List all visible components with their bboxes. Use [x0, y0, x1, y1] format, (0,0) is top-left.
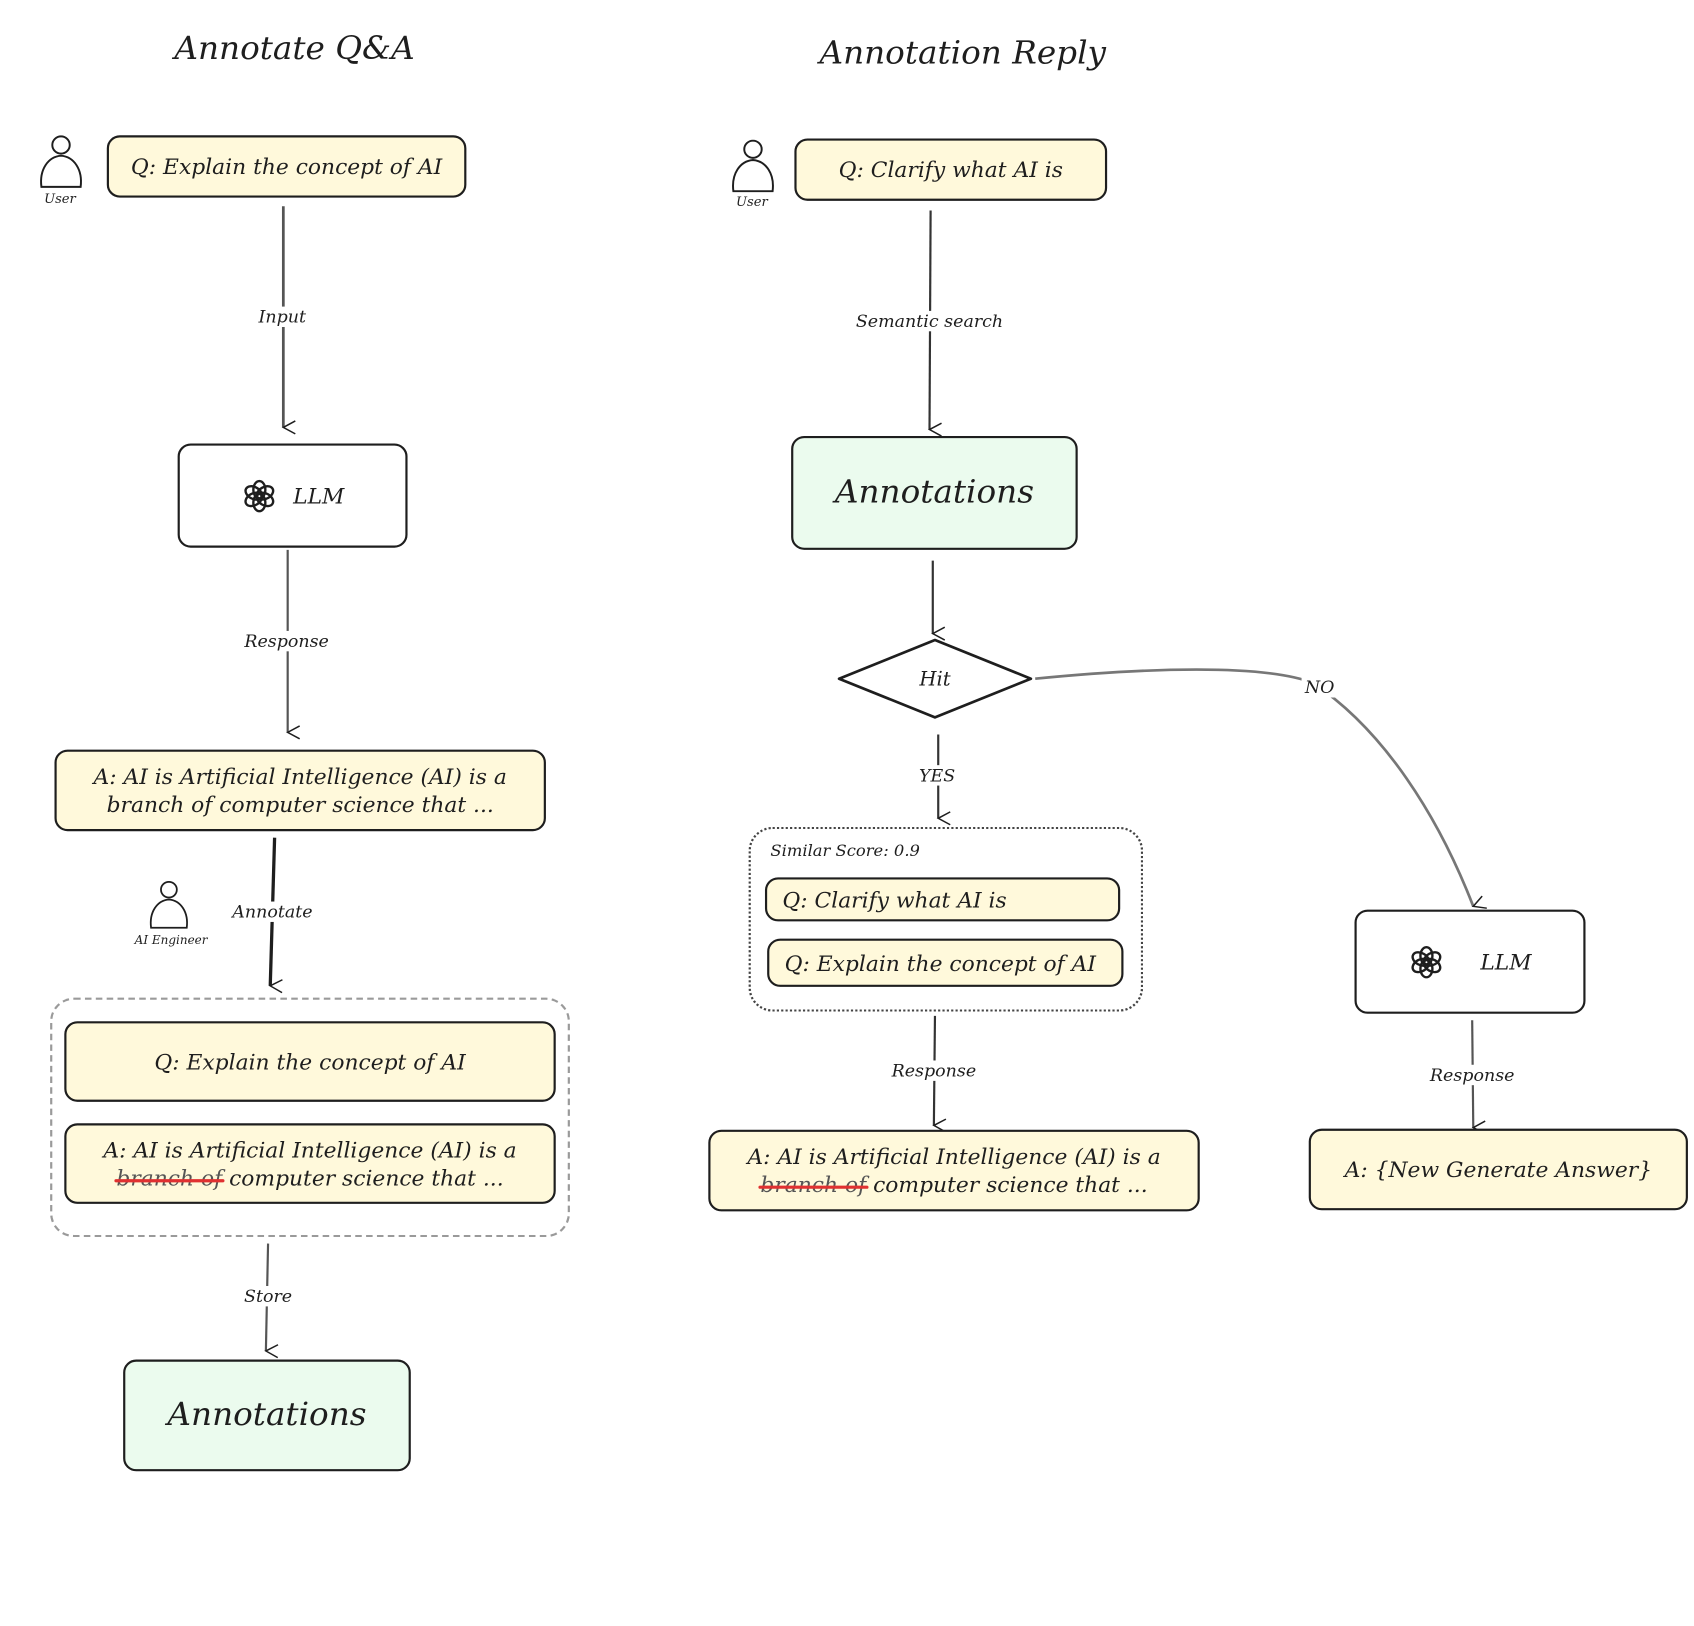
edge-label-input: Input — [255, 306, 310, 328]
answer-box-left: A: AI is Artificial Intelligence (AI) is… — [54, 749, 546, 832]
annotations-store-left: Annotations — [123, 1359, 411, 1472]
edge-label-response-miss: Response — [1426, 1064, 1518, 1086]
question-box-left: Q: Explain the concept of AI — [106, 135, 467, 198]
struck-text: branch of — [758, 1171, 869, 1198]
annotations-node-right: Annotations — [791, 436, 1078, 550]
llm-label-right: LLM — [1480, 948, 1532, 975]
question-box-right: Q: Clarify what AI is — [794, 138, 1108, 201]
annotated-question-box: Q: Explain the concept of AI — [64, 1021, 556, 1102]
edge-label-store: Store — [240, 1285, 296, 1307]
edge-label-response-left: Response — [241, 630, 333, 652]
match-question-box-2: Q: Explain the concept of AI — [767, 938, 1124, 987]
annotated-answer-line-2: branch of computer science that ... — [114, 1164, 504, 1192]
edge-label-yes: YES — [915, 765, 959, 786]
annotated-answer-line-1: A: AI is Artificial Intelligence (AI) is… — [103, 1136, 517, 1163]
edge-label-annotate: Annotate — [229, 901, 316, 922]
hit-answer-line-2: branch of computer science that ... — [758, 1171, 1148, 1199]
openai-logo-icon — [1411, 945, 1442, 978]
hit-answer-line-1: A: AI is Artificial Intelligence (AI) is… — [747, 1143, 1161, 1170]
edge-label-semantic-search: Semantic search — [852, 310, 1007, 332]
edge-label-no: NO — [1301, 677, 1338, 698]
title-annotation-reply: Annotation Reply — [819, 34, 1107, 72]
ai-engineer-label: AI Engineer — [134, 933, 208, 948]
hit-decision-label: Hit — [919, 668, 951, 692]
answer-line-1: A: AI is Artificial Intelligence (AI) is… — [93, 763, 507, 790]
answer-line-2: branch of computer science that ... — [106, 791, 494, 818]
user-label-left: User — [44, 191, 76, 207]
title-annotate-qa: Annotate Q&A — [174, 30, 415, 68]
annotated-answer-box: A: AI is Artificial Intelligence (AI) is… — [64, 1123, 556, 1204]
new-answer-box: A: {New Generate Answer} — [1308, 1128, 1688, 1211]
llm-label-left: LLM — [293, 482, 345, 509]
hit-answer-box: A: AI is Artificial Intelligence (AI) is… — [708, 1129, 1200, 1212]
user-label-right: User — [736, 194, 768, 210]
llm-node-left: LLM — [177, 443, 408, 548]
person-icon — [732, 139, 774, 193]
hit-decision-diamond — [837, 638, 1033, 719]
similar-match-group — [748, 826, 1144, 1012]
openai-logo-icon — [244, 479, 275, 512]
similar-score-label: Similar Score: 0.9 — [770, 840, 920, 861]
annotation-group-left — [50, 997, 570, 1238]
edge-label-response-hit: Response — [888, 1060, 980, 1081]
llm-node-right: LLM — [1354, 909, 1586, 1014]
person-icon — [40, 135, 82, 188]
annotated-answer-rest: computer science that ... — [229, 1164, 504, 1191]
hit-answer-rest: computer science that ... — [873, 1171, 1148, 1198]
struck-text: branch of — [114, 1164, 225, 1191]
match-question-box-1: Q: Clarify what AI is — [764, 877, 1121, 922]
ai-engineer-person-icon — [149, 880, 188, 929]
